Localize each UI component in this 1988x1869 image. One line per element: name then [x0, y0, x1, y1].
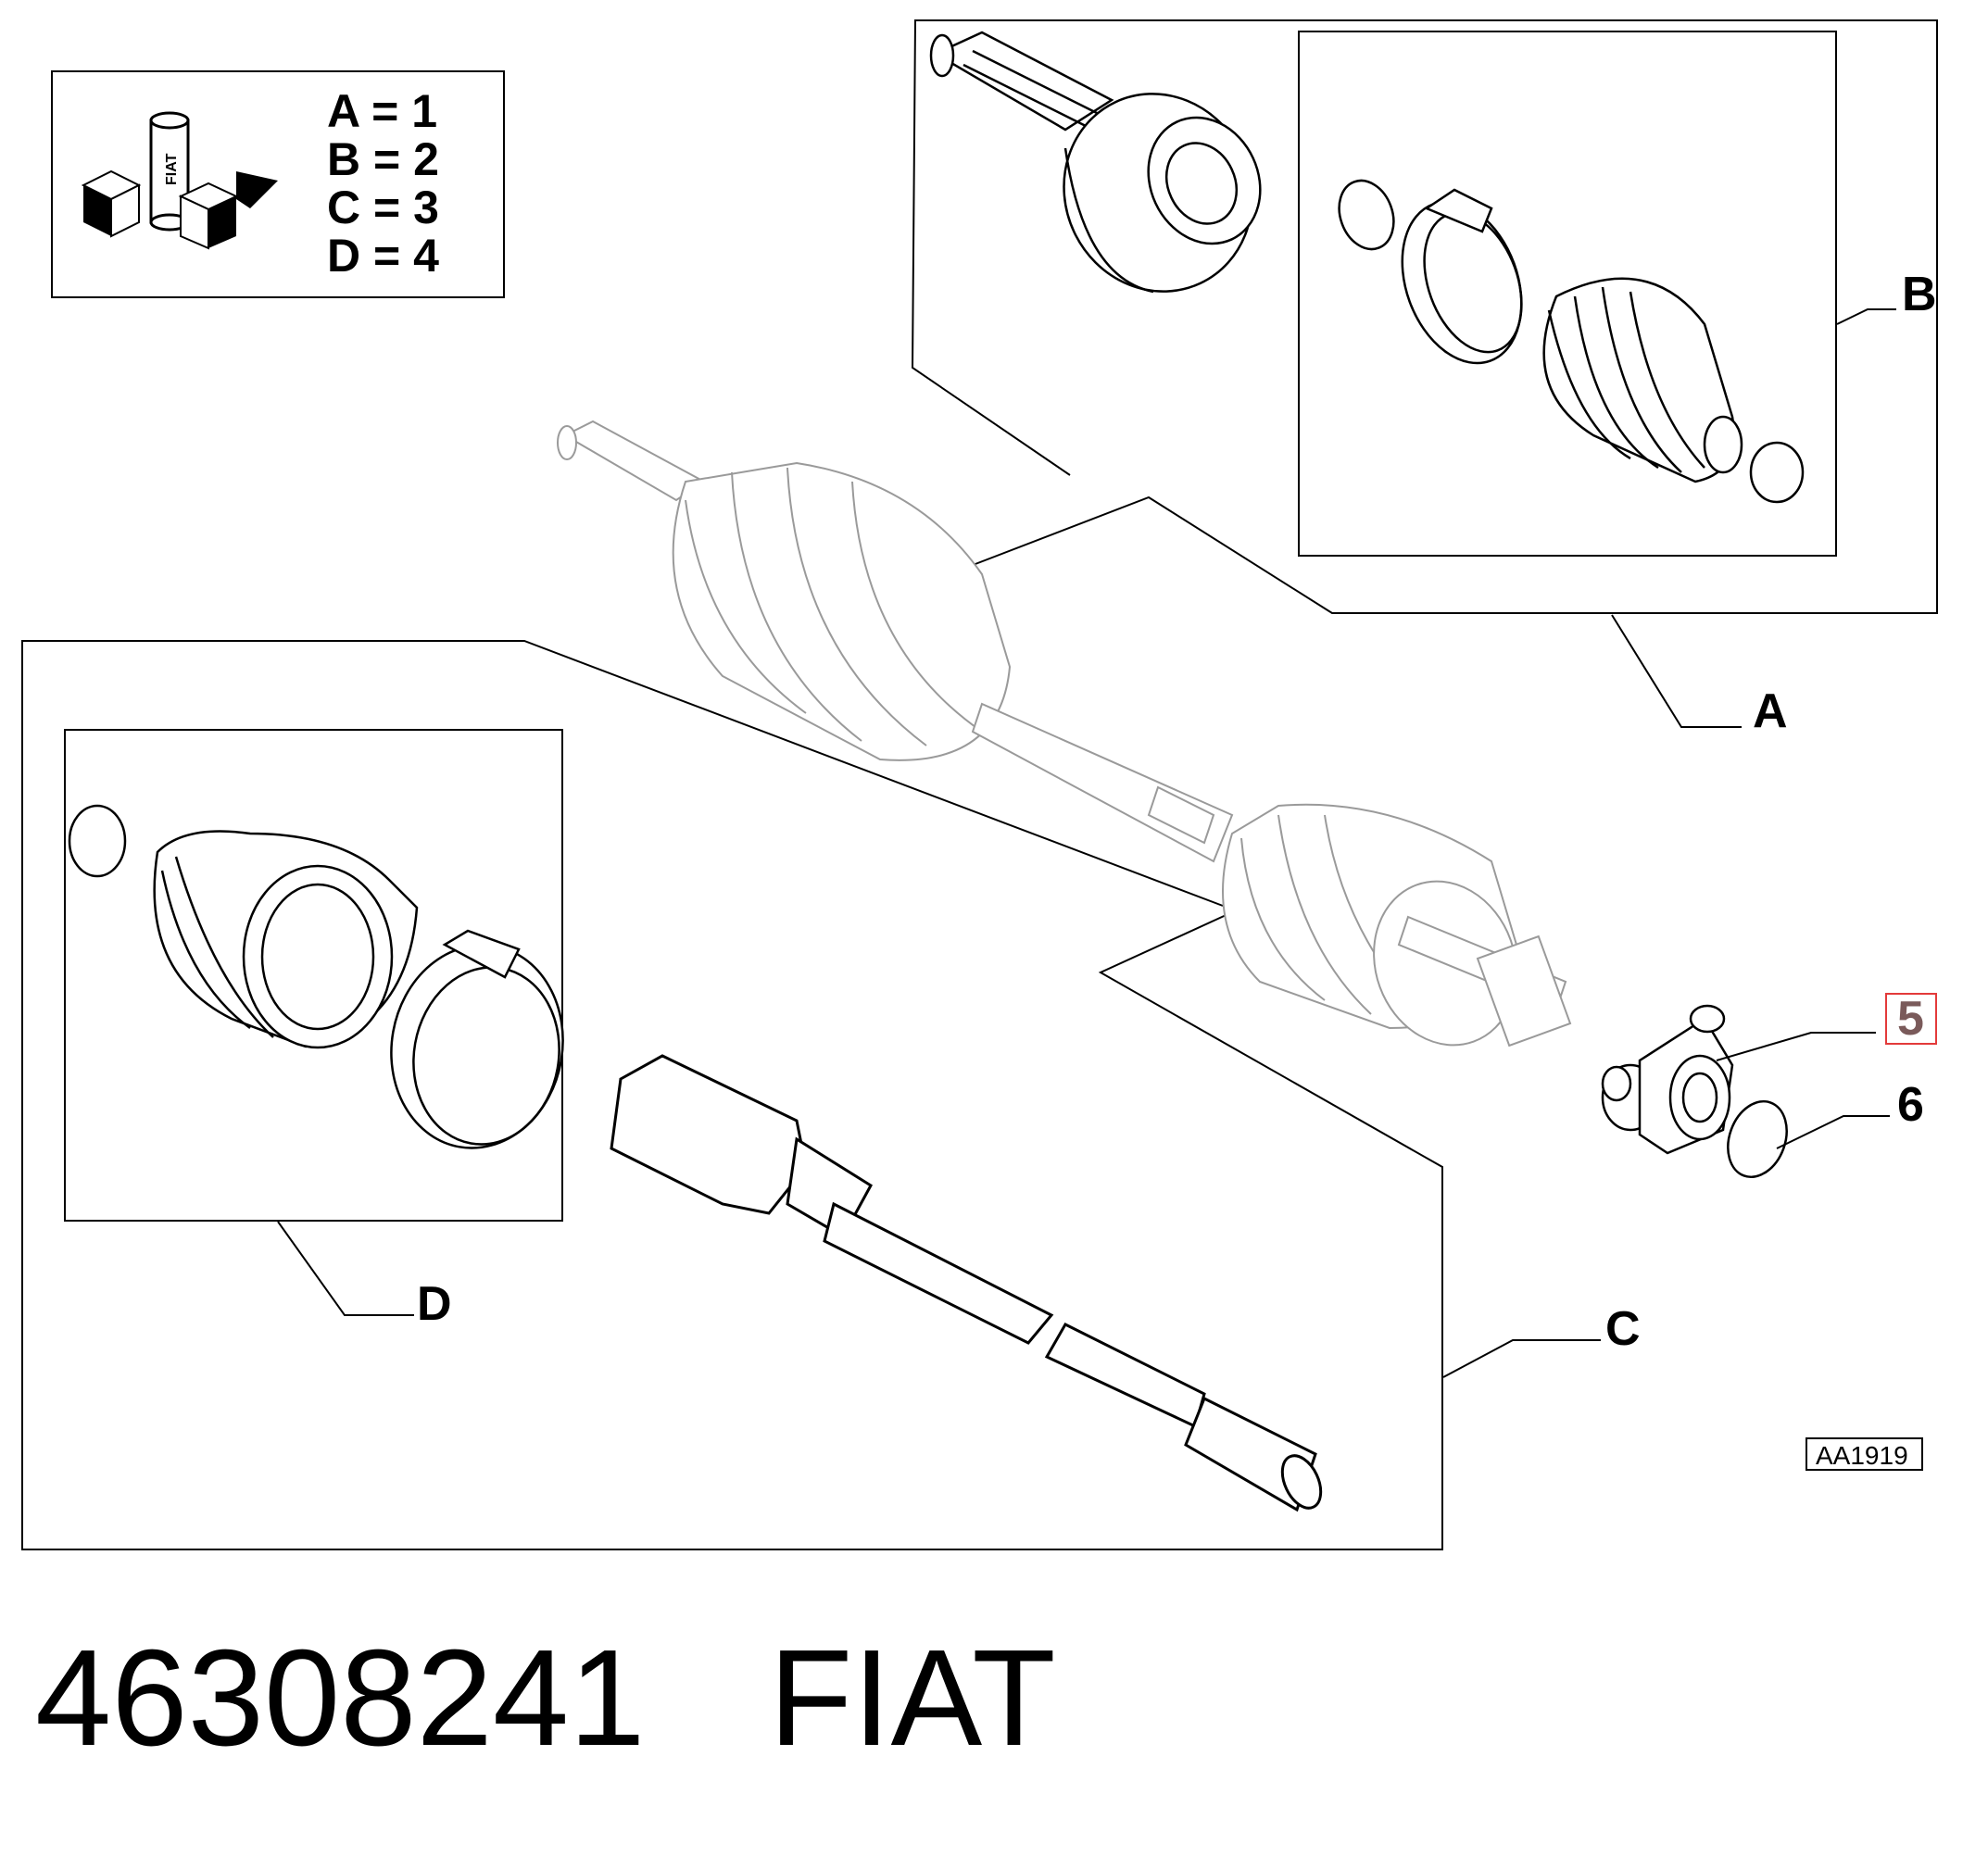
leader-c	[1442, 1339, 1601, 1378]
group-d-parts	[68, 804, 564, 1149]
legend-box: FIAT A = 1 B = 2 C = 3 D = 4	[51, 70, 505, 298]
boot-clamp-small-d	[68, 804, 127, 878]
kit-icon: FIAT	[81, 111, 278, 250]
drawing-code-box: AA1919	[1806, 1437, 1923, 1471]
group-b-frame	[1298, 31, 1837, 557]
callout-5-highlight[interactable]	[1885, 993, 1937, 1045]
leader-lines	[277, 308, 1896, 1378]
group-c-frame	[21, 640, 1443, 1550]
leader-5	[1716, 1032, 1876, 1061]
legend-row-b: B = 2	[327, 133, 439, 185]
inner-shaft-c	[610, 1054, 1323, 1512]
callout-d: D	[417, 1277, 452, 1331]
group-a-frame	[911, 19, 1938, 614]
outer-cv-joint	[929, 31, 1262, 294]
callout-6[interactable]: 6	[1897, 1078, 1924, 1132]
legend-row-c: C = 3	[327, 182, 439, 233]
callout-c: C	[1605, 1302, 1641, 1356]
legend-row-d: D = 4	[327, 230, 439, 282]
tripod-joint[interactable]	[1601, 1004, 1734, 1155]
ghost-driveshaft	[557, 420, 1572, 1047]
group-b-parts	[1338, 179, 1805, 504]
leader-6	[1776, 1115, 1890, 1149]
cv-boot-d	[153, 830, 419, 1049]
callout-a: A	[1753, 684, 1788, 738]
leader-b	[1836, 308, 1896, 325]
legend-row-a: A = 1	[327, 85, 437, 137]
leader-d	[277, 1221, 414, 1316]
group-d-frame	[64, 729, 563, 1222]
brand-name: FIAT	[769, 1622, 1056, 1775]
circlip-6[interactable]	[1717, 1093, 1796, 1185]
drawing-code: AA1919	[1816, 1441, 1908, 1470]
cv-boot-b	[1542, 277, 1743, 483]
leader-a	[1611, 614, 1742, 728]
kit-icon-brand: FIAT	[164, 153, 180, 185]
boot-clamp-small-b	[1749, 441, 1805, 504]
part-number: 46308241	[35, 1622, 646, 1775]
circlip-b	[1338, 179, 1395, 251]
callout-b: B	[1902, 268, 1937, 321]
boot-clamp-large-d	[390, 929, 564, 1149]
callout-5[interactable]: 5	[1897, 992, 1924, 1046]
